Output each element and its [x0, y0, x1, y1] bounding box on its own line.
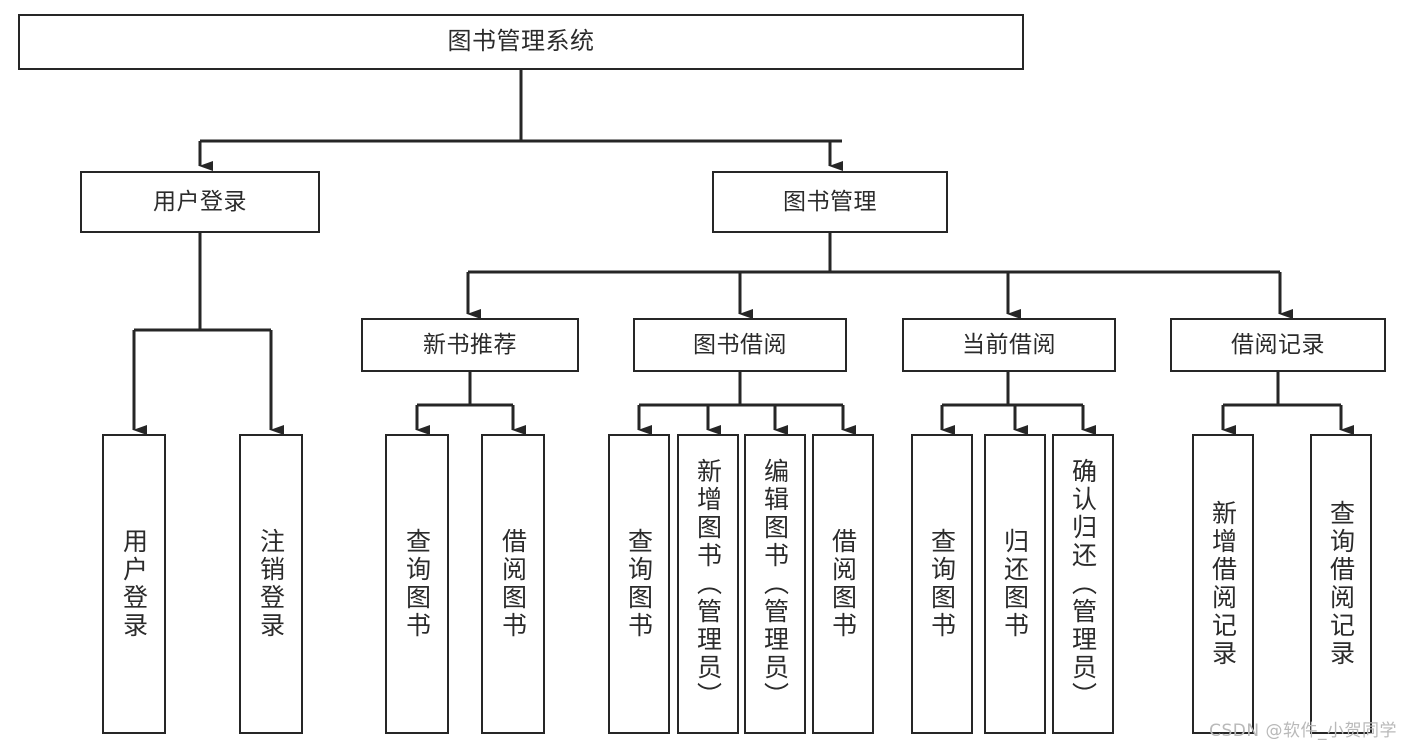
- node-leaf-query-book-cur[interactable]: 查询图书: [911, 434, 973, 734]
- node-leaf-logout[interactable]: 注销登录: [239, 434, 303, 734]
- node-root-label: 图书管理系统: [447, 27, 595, 56]
- node-leaf-confirm-return-label: 确认归还（管理员）: [1068, 458, 1098, 710]
- node-current-borrow-label: 当前借阅: [962, 331, 1056, 358]
- node-leaf-add-record[interactable]: 新增借阅记录: [1192, 434, 1254, 734]
- node-leaf-borrow-book-label: 借阅图书: [828, 528, 858, 640]
- node-borrow-record-label: 借阅记录: [1231, 331, 1325, 358]
- node-leaf-add-record-label: 新增借阅记录: [1208, 500, 1238, 668]
- node-leaf-borrow-book-rec-label: 借阅图书: [498, 528, 528, 640]
- node-leaf-add-book-label: 新增图书（管理员）: [693, 458, 723, 710]
- node-current-borrow[interactable]: 当前借阅: [902, 318, 1116, 372]
- node-leaf-user-login-label: 用户登录: [119, 528, 149, 640]
- node-new-book-recommend[interactable]: 新书推荐: [361, 318, 579, 372]
- node-leaf-query-book-borrow[interactable]: 查询图书: [608, 434, 670, 734]
- node-leaf-borrow-book[interactable]: 借阅图书: [812, 434, 874, 734]
- node-book-manage-label: 图书管理: [783, 188, 877, 215]
- node-root[interactable]: 图书管理系统: [18, 14, 1024, 70]
- node-leaf-query-book-cur-label: 查询图书: [927, 528, 957, 640]
- node-leaf-add-book[interactable]: 新增图书（管理员）: [677, 434, 739, 734]
- node-leaf-borrow-book-rec[interactable]: 借阅图书: [481, 434, 545, 734]
- node-leaf-return-book-label: 归还图书: [1000, 528, 1030, 640]
- node-leaf-user-login[interactable]: 用户登录: [102, 434, 166, 734]
- node-borrow-record[interactable]: 借阅记录: [1170, 318, 1386, 372]
- node-leaf-return-book[interactable]: 归还图书: [984, 434, 1046, 734]
- node-leaf-confirm-return[interactable]: 确认归还（管理员）: [1052, 434, 1114, 734]
- node-leaf-edit-book-label: 编辑图书（管理员）: [760, 458, 790, 710]
- node-new-book-recommend-label: 新书推荐: [423, 331, 517, 358]
- node-leaf-edit-book[interactable]: 编辑图书（管理员）: [744, 434, 806, 734]
- node-book-borrow-label: 图书借阅: [693, 331, 787, 358]
- node-leaf-query-record[interactable]: 查询借阅记录: [1310, 434, 1372, 734]
- node-leaf-query-book-rec[interactable]: 查询图书: [385, 434, 449, 734]
- node-leaf-logout-label: 注销登录: [256, 528, 286, 640]
- node-leaf-query-book-rec-label: 查询图书: [402, 528, 432, 640]
- node-book-borrow[interactable]: 图书借阅: [633, 318, 847, 372]
- node-book-manage[interactable]: 图书管理: [712, 171, 948, 233]
- node-leaf-query-record-label: 查询借阅记录: [1326, 500, 1356, 668]
- node-user-login[interactable]: 用户登录: [80, 171, 320, 233]
- node-leaf-query-book-borrow-label: 查询图书: [624, 528, 654, 640]
- node-user-login-label: 用户登录: [153, 188, 247, 215]
